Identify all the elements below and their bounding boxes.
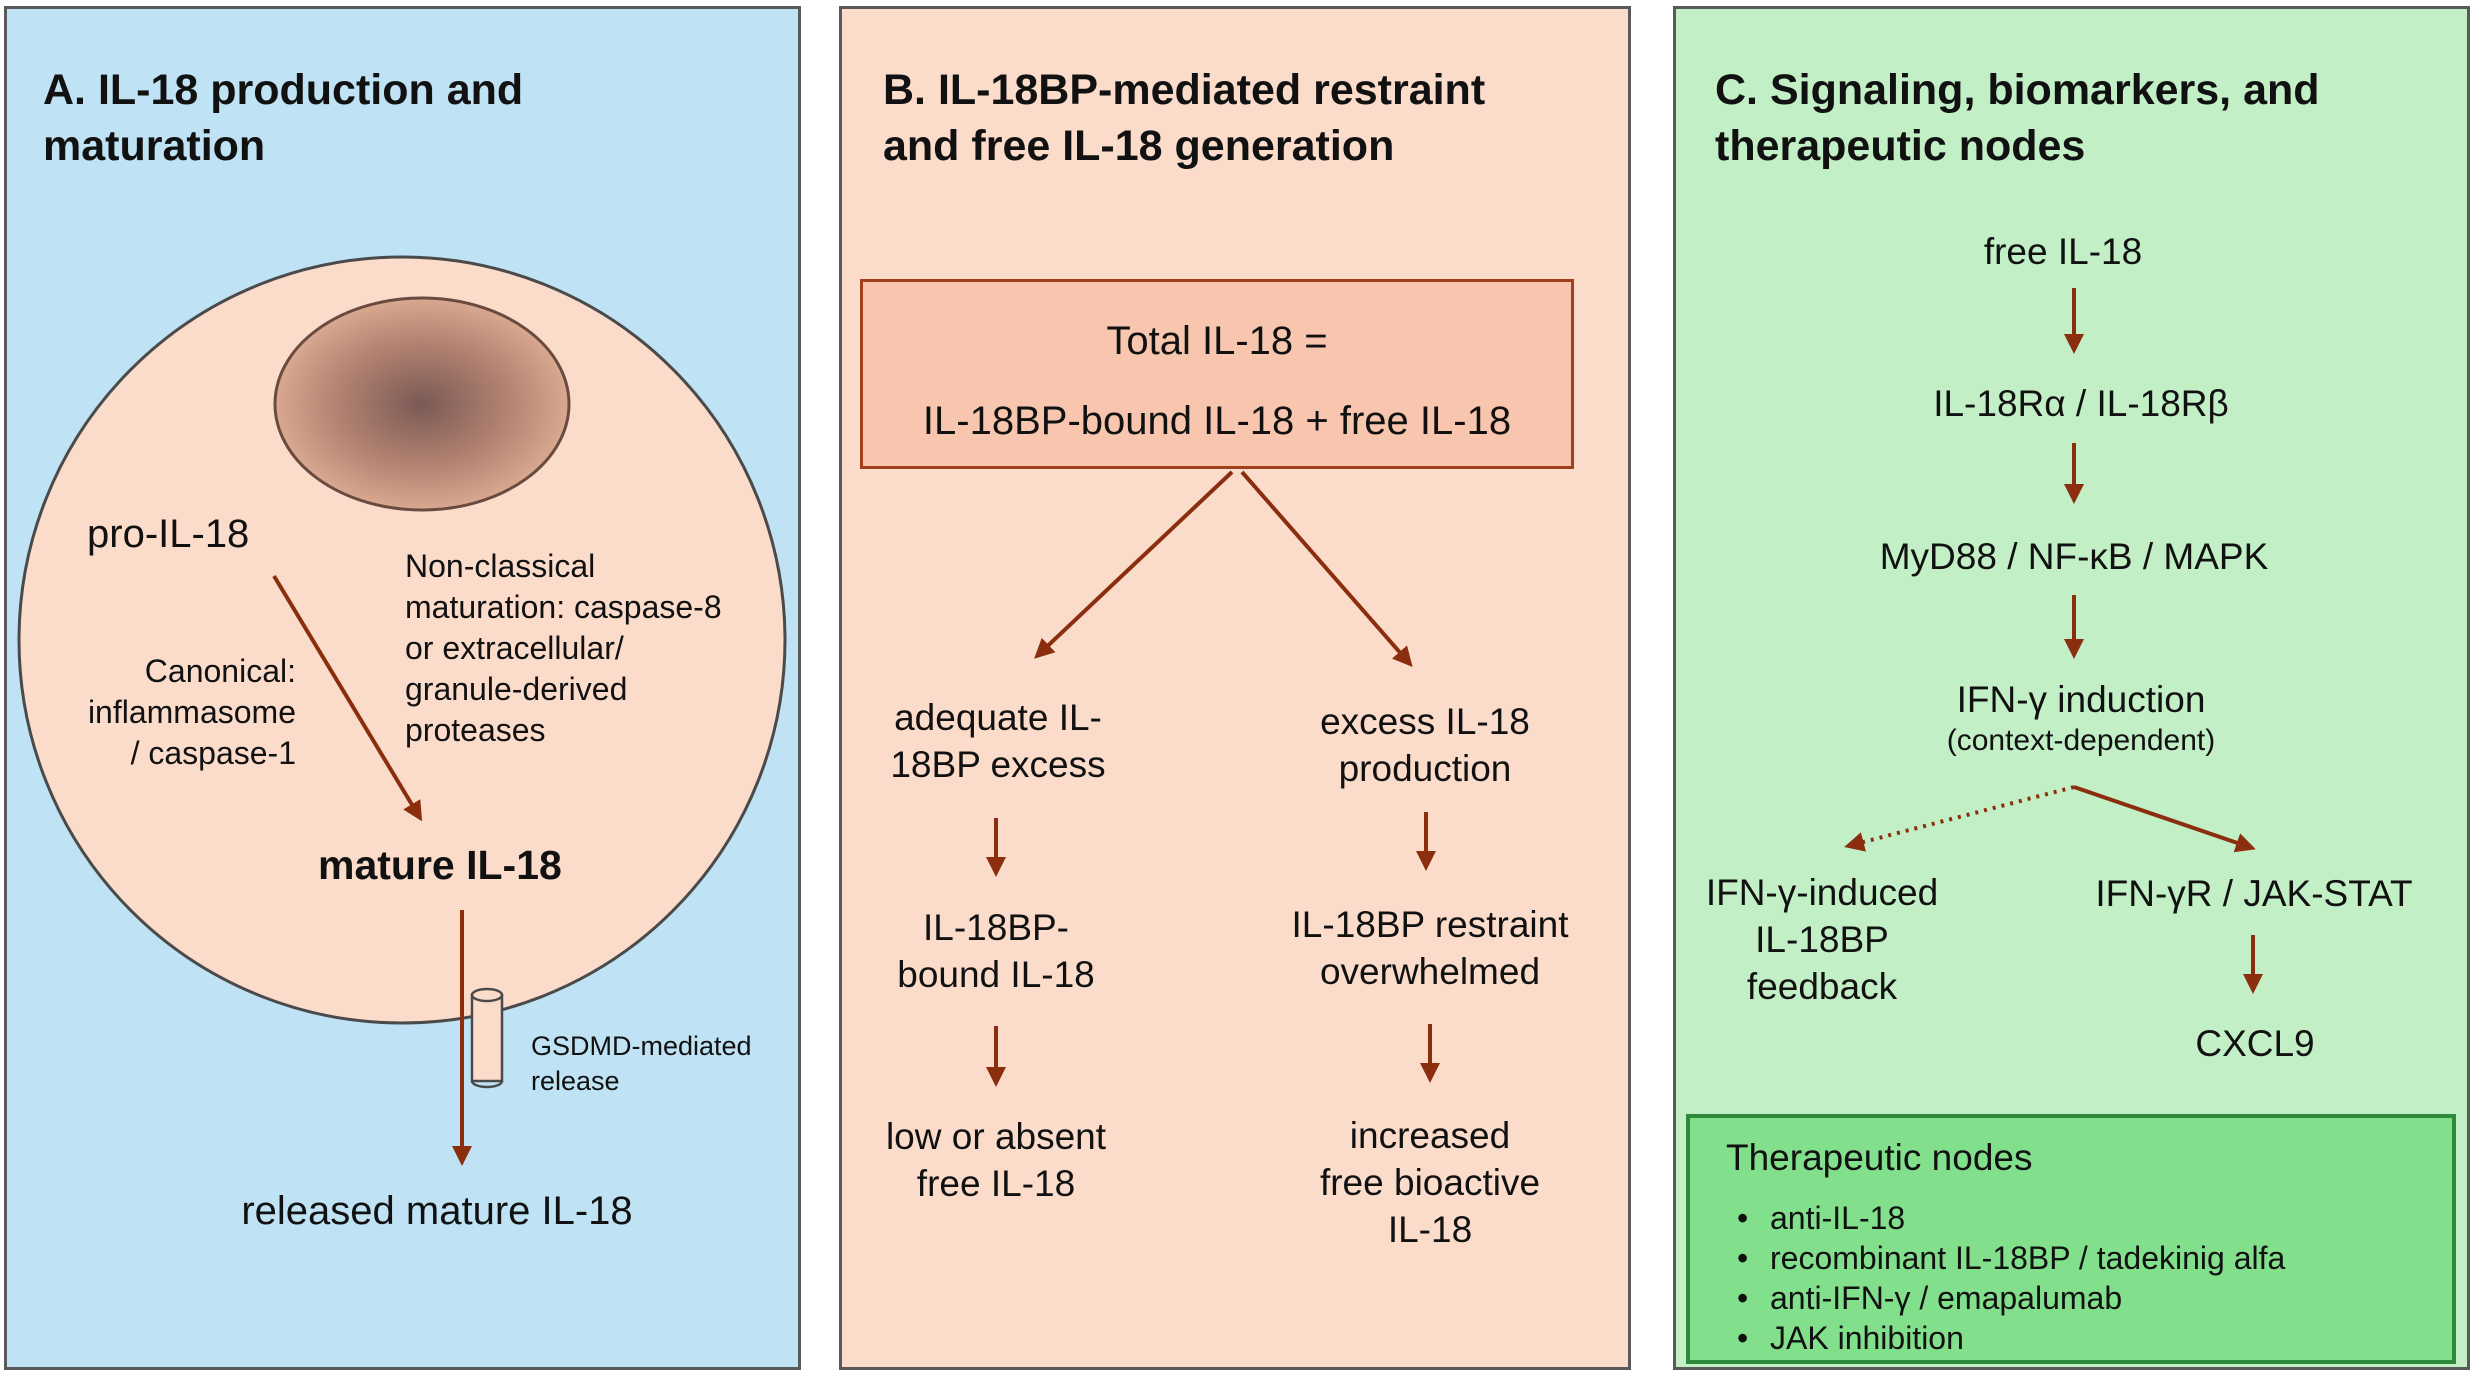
mature-il18-label: mature IL-18 <box>318 842 562 888</box>
node-line: excess IL-18 <box>1320 701 1530 742</box>
increased-free-il18-node: increased free bioactive IL-18 <box>1320 1112 1540 1253</box>
node-line: increased <box>1349 1115 1511 1156</box>
noncanonical-line: maturation: caspase-8 <box>405 589 722 625</box>
canonical-line: inflammasome <box>87 694 296 730</box>
panel-b <box>839 6 1631 1370</box>
adequate-il18bp-node: adequate IL- 18BP excess <box>890 694 1105 788</box>
context-dependent-note: (context-dependent) <box>1946 724 2216 757</box>
panel-a-title-line1: A. IL-18 production and <box>43 66 524 114</box>
panel-c-title-line2: therapeutic nodes <box>1715 122 2086 170</box>
total-il18-equation-box <box>860 279 1574 469</box>
ifng-induction-node: IFN-γ induction <box>1956 679 2206 720</box>
gsdmd-line: GSDMD-mediated <box>531 1031 752 1061</box>
node-line: bound IL-18 <box>897 954 1095 995</box>
arrow-c-feedback-dotted <box>1844 785 2075 852</box>
canonical-label: Canonical: inflammasome / caspase-1 <box>60 651 296 774</box>
gsdmd-label: GSDMD-mediated release <box>531 1029 752 1099</box>
therapeutic-item: recombinant IL-18BP / tadekinig alfa <box>1737 1238 2285 1278</box>
il18bp-bound-node: IL-18BP- bound IL-18 <box>897 904 1095 998</box>
panel-b-title-line2: and free IL-18 generation <box>883 122 1395 170</box>
therapeutic-nodes-box: Therapeutic nodes anti-IL-18 recombinant… <box>1686 1114 2456 1364</box>
noncanonical-line: granule-derived <box>405 671 628 707</box>
excess-il18-node: excess IL-18 production <box>1320 698 1530 792</box>
cxcl9-node: CXCL9 <box>2195 1023 2315 1064</box>
node-line: IL-18BP restraint <box>1291 904 1569 945</box>
node-line: 18BP excess <box>890 744 1106 785</box>
arrow-eq-left <box>1034 470 1234 659</box>
equation-line2: IL-18BP-bound IL-18 + free IL-18 <box>922 399 1512 443</box>
node-line: adequate IL- <box>894 697 1102 738</box>
node-line: IL-18 <box>1387 1209 1473 1250</box>
panel-c-title: C. Signaling, biomarkers, and therapeuti… <box>1715 62 2320 174</box>
nucleus <box>273 296 571 512</box>
therapeutic-heading: Therapeutic nodes <box>1726 1137 2033 1178</box>
equation-line1: Total IL-18 = <box>1106 319 1328 363</box>
myd88-node: MyD88 / NF-κB / MAPK <box>1879 536 2269 577</box>
panel-a-title: A. IL-18 production and maturation <box>43 62 523 174</box>
panel-b-title: B. IL-18BP-mediated restraint and free I… <box>883 62 1485 174</box>
canonical-line: / caspase-1 <box>130 735 296 771</box>
therapeutic-item: anti-IL-18 <box>1737 1198 2285 1238</box>
ifngr-jakstat-node: IFN-γR / JAK-STAT <box>2095 873 2413 914</box>
noncanonical-line: or extracellular/ <box>405 630 624 666</box>
node-line: overwhelmed <box>1319 951 1541 992</box>
noncanonical-line: proteases <box>405 712 546 748</box>
arrow-pro-to-mature <box>272 574 423 822</box>
canonical-line: Canonical: <box>144 653 296 689</box>
node-line: free bioactive <box>1319 1162 1541 1203</box>
free-il18-node: free IL-18 <box>1983 231 2143 272</box>
pro-il18-label: pro-IL-18 <box>87 512 250 556</box>
il18-receptor-node: IL-18Rα / IL-18Rβ <box>1933 383 2229 424</box>
node-line: low or absent <box>885 1116 1107 1157</box>
released-mature-label: released mature IL-18 <box>241 1189 633 1233</box>
noncanonical-line: Non-classical <box>405 548 596 584</box>
low-free-il18-node: low or absent free IL-18 <box>886 1113 1106 1207</box>
node-line: IFN-γ-induced <box>1705 872 1939 913</box>
therapeutic-list: anti-IL-18 recombinant IL-18BP / tadekin… <box>1737 1198 2285 1358</box>
cell-body <box>17 255 787 1025</box>
node-line: IL-18BP <box>1755 919 1889 960</box>
node-line: feedback <box>1746 966 1898 1007</box>
panel-c-title-line1: C. Signaling, biomarkers, and <box>1715 66 2320 114</box>
therapeutic-item: anti-IFN-γ / emapalumab <box>1737 1278 2285 1318</box>
restraint-overwhelmed-node: IL-18BP restraint overwhelmed <box>1292 901 1569 995</box>
panel-a-title-line2: maturation <box>43 122 266 170</box>
node-line: production <box>1338 748 1512 789</box>
node-line: IL-18BP- <box>922 907 1070 948</box>
gsdmd-pore <box>470 987 504 1089</box>
arrow-eq-right <box>1240 470 1413 668</box>
noncanonical-label: Non-classical maturation: caspase-8 or e… <box>405 546 722 751</box>
panel-b-title-line1: B. IL-18BP-mediated restraint <box>883 66 1486 114</box>
node-line: free IL-18 <box>916 1163 1076 1204</box>
arrow-c-jakstat <box>2073 785 2256 853</box>
gsdmd-line: release <box>531 1066 620 1096</box>
ifng-feedback-node: IFN-γ-induced IL-18BP feedback <box>1706 869 1938 1010</box>
therapeutic-item: JAK inhibition <box>1737 1318 2285 1358</box>
